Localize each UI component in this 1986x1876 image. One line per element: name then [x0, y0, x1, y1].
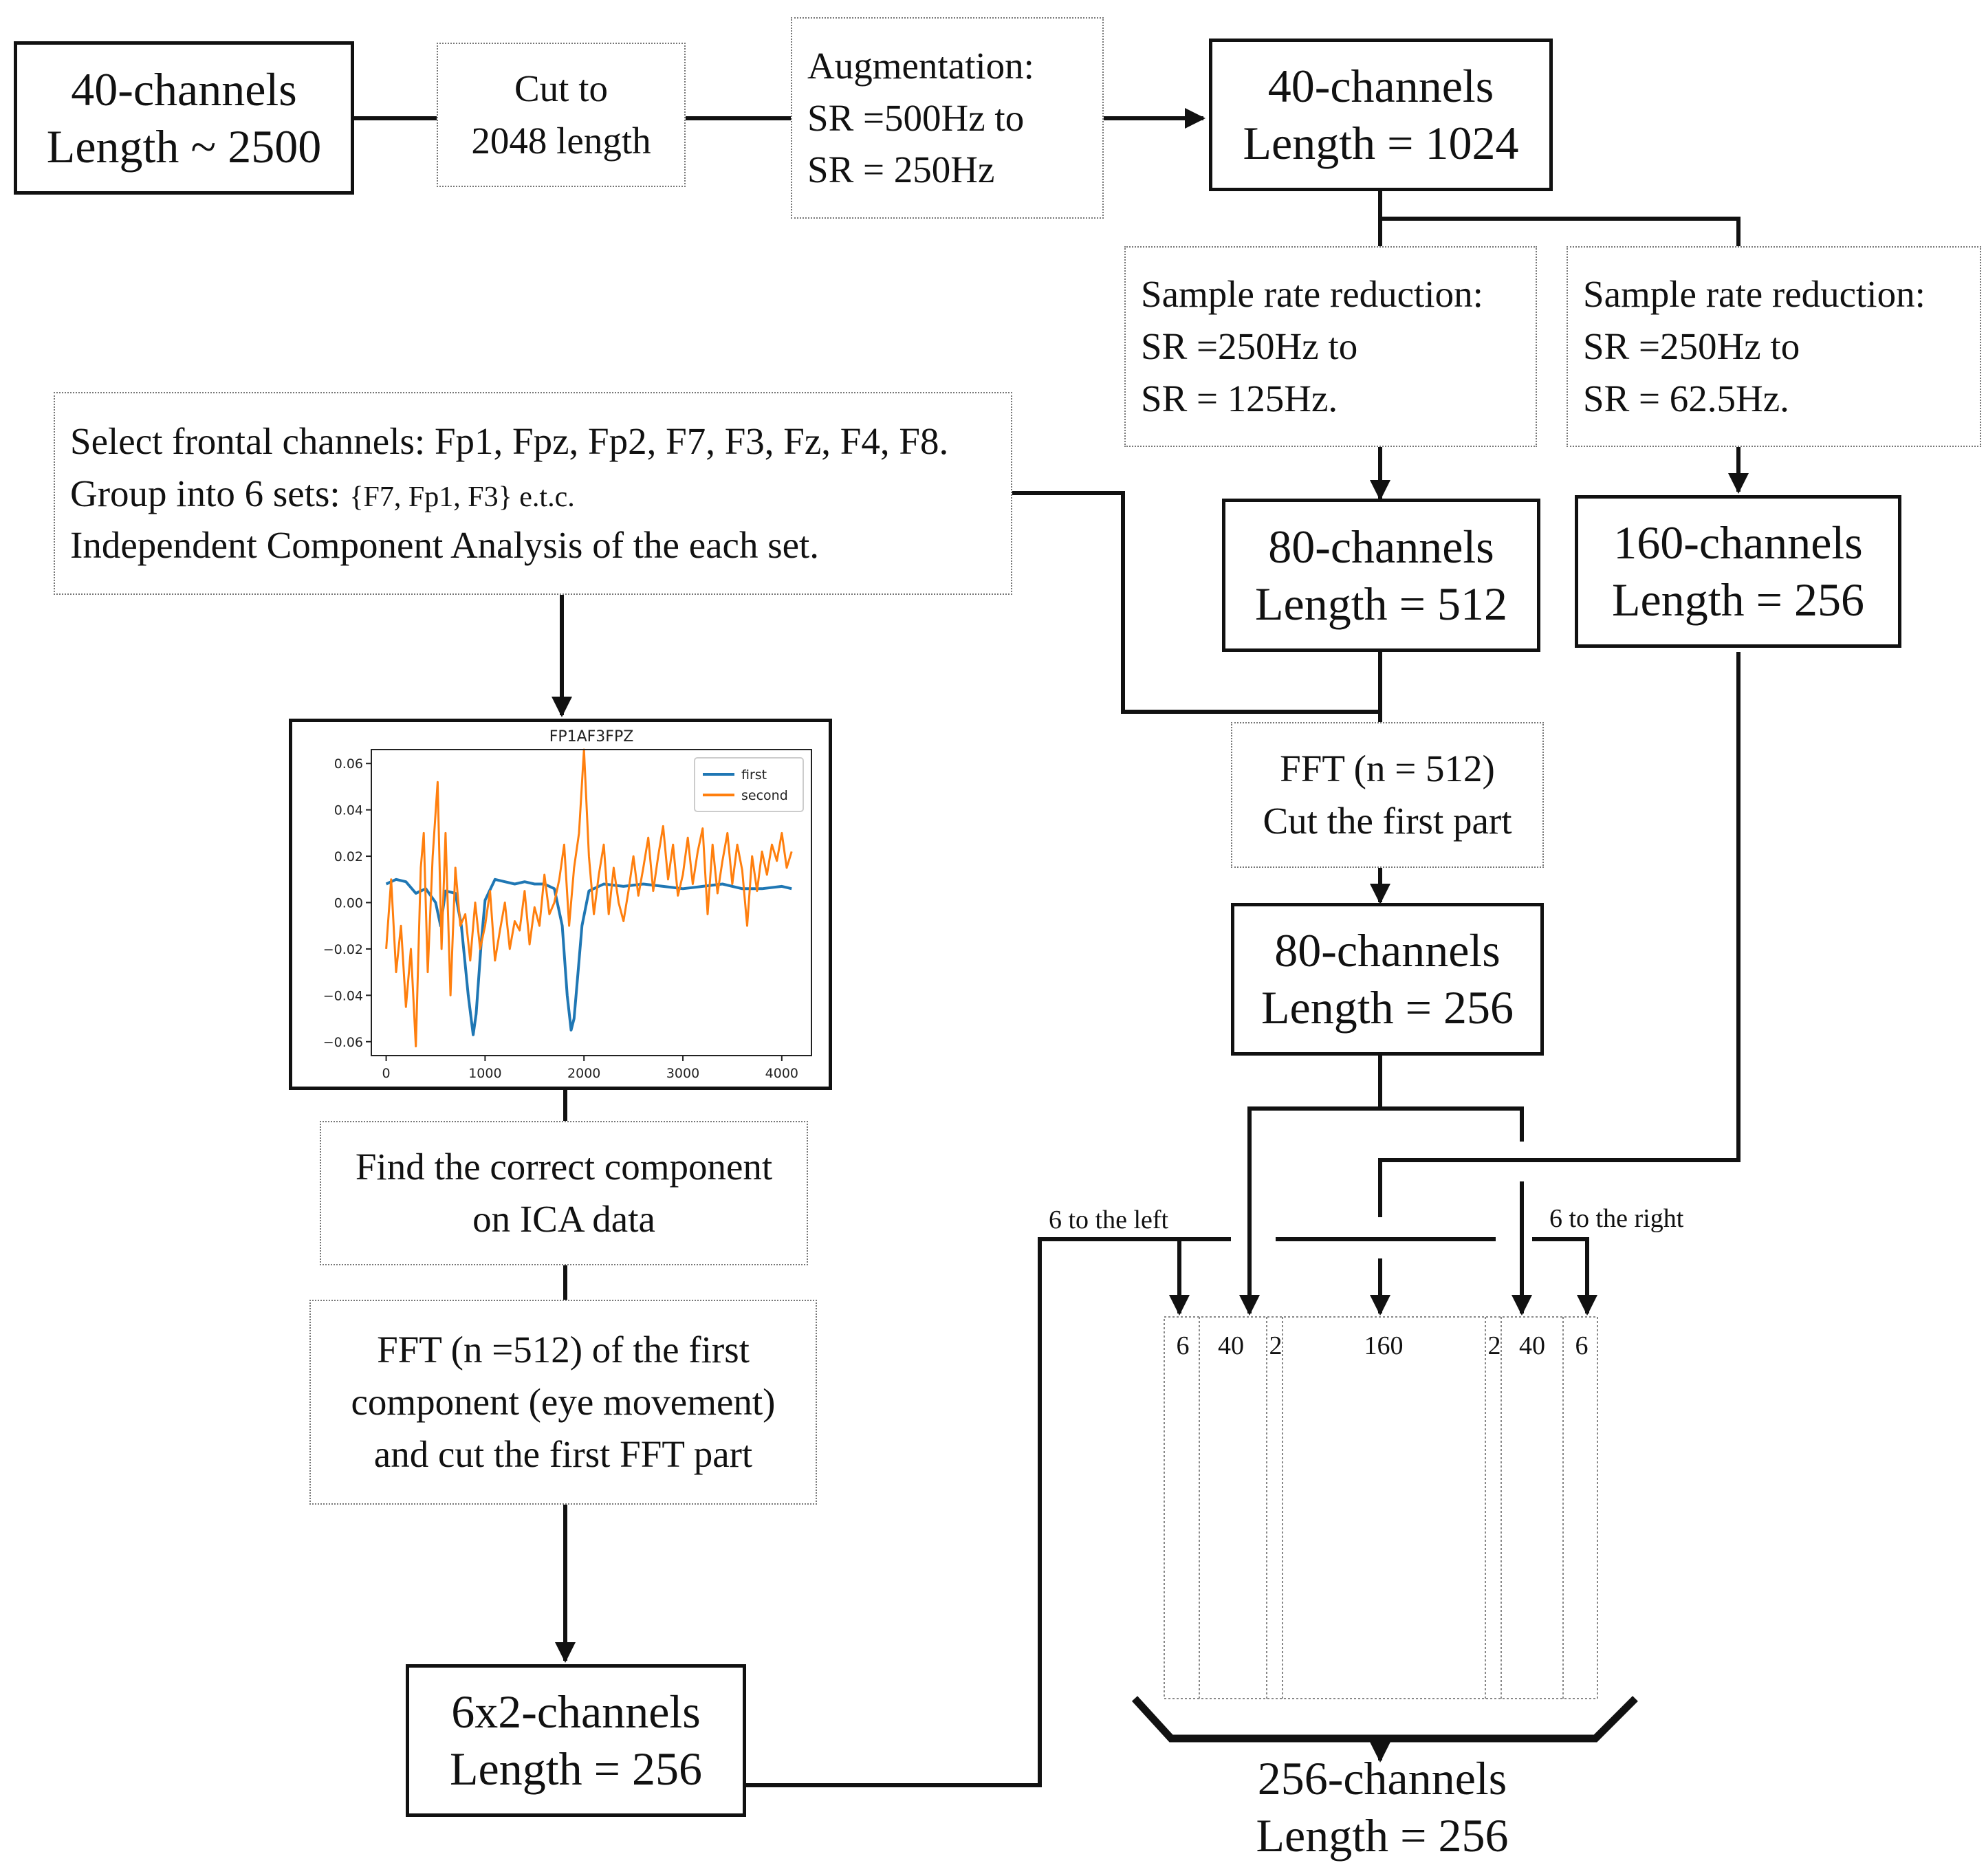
- channel-stack: [1164, 1316, 1598, 1699]
- wire-ch40-split: [1378, 191, 1741, 248]
- stack-outline: [1164, 1316, 1598, 1699]
- column-label: 6: [1176, 1331, 1190, 1360]
- fft-ica-line2: component (eye movement): [351, 1381, 776, 1424]
- x-tick-label: 0: [382, 1066, 391, 1081]
- column-label: 40: [1218, 1331, 1244, 1360]
- column-label: 160: [1364, 1331, 1404, 1360]
- frontal-box: Select frontal channels: Fp1, Fpz, Fp2, …: [54, 392, 1012, 595]
- chart-title: FP1AF3FPZ: [549, 728, 634, 745]
- arrow-right-6: [1532, 1237, 1597, 1316]
- ch40-channels: 40-channels: [1267, 60, 1494, 113]
- frontal-line2-a: Group into 6 sets:: [70, 472, 350, 514]
- output-label: 256-channels Length = 256: [1176, 1750, 1589, 1864]
- augmentation-line1: Augmentation:: [807, 44, 1034, 87]
- ch160-box: 160-channels Length = 256: [1575, 495, 1901, 648]
- y-tick-label: 0.02: [334, 849, 363, 864]
- y-tick-label: −0.06: [323, 1035, 363, 1050]
- ch6x2-length: Length = 256: [450, 1743, 702, 1795]
- frontal-line1: Select frontal channels: Fp1, Fpz, Fp2, …: [70, 419, 949, 462]
- fft512-box: FFT (n = 512) Cut the first part: [1231, 722, 1544, 868]
- x-tick-label: 4000: [765, 1066, 798, 1081]
- right-insert-label: 6 to the right: [1549, 1204, 1684, 1233]
- ch6x2-box: 6x2-channels Length = 256: [406, 1664, 746, 1817]
- wire-ch160-down: [1378, 652, 1741, 1217]
- y-tick-label: 0.00: [334, 896, 363, 911]
- output-bracket: [1131, 1696, 1638, 1743]
- series-line-second: [385, 748, 793, 1047]
- left-insert-label: 6 to the left: [1049, 1206, 1169, 1234]
- augmentation-line3: SR = 250Hz: [807, 149, 995, 191]
- legend-label-first: first: [741, 767, 767, 783]
- frontal-line2: Group into 6 sets: {F7, Fp1, F3} e.t.c.: [70, 468, 575, 520]
- ch160-channels: 160-channels: [1613, 516, 1863, 569]
- legend-label-second: second: [741, 788, 788, 803]
- output-channels: 256-channels: [1257, 1752, 1507, 1804]
- wire-frontal-loop: [1012, 491, 1380, 714]
- fft-ica-line1: FFT (n =512) of the first: [377, 1329, 750, 1371]
- legend-box: [694, 757, 804, 812]
- ch80-512-channels: 80-channels: [1268, 520, 1494, 573]
- sr62-line1: Sample rate reduction:: [1583, 273, 1925, 316]
- sr125-box: Sample rate reduction: SR =250Hz to SR =…: [1124, 246, 1537, 447]
- sr125-line2: SR =250Hz to: [1141, 325, 1358, 368]
- find-component-box: Find the correct component on ICA data: [320, 1121, 808, 1265]
- column-label: 6: [1575, 1331, 1589, 1360]
- ch160-length: Length = 256: [1612, 574, 1864, 626]
- sr62-box: Sample rate reduction: SR =250Hz to SR =…: [1567, 246, 1981, 447]
- ch6x2-channels: 6x2-channels: [451, 1686, 701, 1738]
- cut-box: Cut to 2048 length: [437, 43, 686, 187]
- wire-ch6x2-left: [746, 1237, 1231, 1787]
- x-tick-label: 2000: [567, 1066, 600, 1081]
- x-tick-label: 3000: [666, 1066, 699, 1081]
- ch40-length: Length = 1024: [1243, 117, 1519, 169]
- ch40-box: 40-channels Length = 1024: [1209, 39, 1553, 191]
- cut-line1: Cut to: [514, 67, 608, 110]
- ch80-256-length: Length = 256: [1261, 981, 1514, 1034]
- sr125-line3: SR = 125Hz.: [1141, 377, 1338, 419]
- fft-ica-box: FFT (n =512) of the first component (eye…: [309, 1300, 817, 1505]
- y-tick-label: 0.06: [334, 756, 363, 772]
- column-label: 2: [1487, 1331, 1501, 1360]
- series-line-first: [385, 877, 792, 1036]
- sr125-line1: Sample rate reduction:: [1141, 273, 1483, 316]
- output-length: Length = 256: [1256, 1809, 1509, 1862]
- column-label: 40: [1519, 1331, 1545, 1360]
- ica-plot: FP1AF3FPZ 0.06 0.04 0.02 0.00 −0.02 −0.04 −0.06…: [289, 719, 832, 1090]
- sr62-line3: SR = 62.5Hz.: [1583, 377, 1789, 419]
- input-length: Length ~ 2500: [46, 120, 322, 173]
- cut-line2: 2048 length: [471, 120, 651, 162]
- arrow-left-40: [1239, 1106, 1524, 1316]
- y-tick-label: 0.04: [334, 803, 363, 818]
- sr62-line2: SR =250Hz to: [1583, 325, 1800, 368]
- y-tick-label: −0.04: [323, 988, 363, 1003]
- column-label: 2: [1269, 1331, 1283, 1360]
- augmentation-box: Augmentation: SR =500Hz to SR = 250Hz: [791, 17, 1104, 219]
- ch80-256-box: 80-channels Length = 256: [1231, 903, 1544, 1056]
- augmentation-line2: SR =500Hz to: [807, 96, 1025, 139]
- ch80-512-box: 80-channels Length = 512: [1222, 499, 1540, 652]
- fft512-line1: FFT (n = 512): [1280, 748, 1495, 790]
- input-channels: 40-channels: [71, 63, 297, 116]
- fft512-line2: Cut the first part: [1263, 800, 1512, 842]
- ica-chart: FP1AF3FPZ 0.06 0.04 0.02 0.00 −0.02 −0.04 −0.06…: [323, 728, 812, 1081]
- find-component-line2: on ICA data: [472, 1198, 655, 1240]
- ch80-512-length: Length = 512: [1255, 577, 1507, 630]
- frontal-line2-b: {F7, Fp1, F3} e.t.c.: [349, 481, 575, 513]
- frontal-line3: Independent Component Analysis of the ea…: [70, 524, 820, 567]
- y-tick-label: −0.02: [323, 942, 363, 957]
- ch80-256-channels: 80-channels: [1274, 924, 1501, 977]
- find-component-line1: Find the correct component: [355, 1146, 773, 1188]
- fft-ica-line3: and cut the first FFT part: [373, 1432, 753, 1475]
- input-box: 40-channels Length ~ 2500: [14, 41, 354, 195]
- x-tick-label: 1000: [468, 1066, 501, 1081]
